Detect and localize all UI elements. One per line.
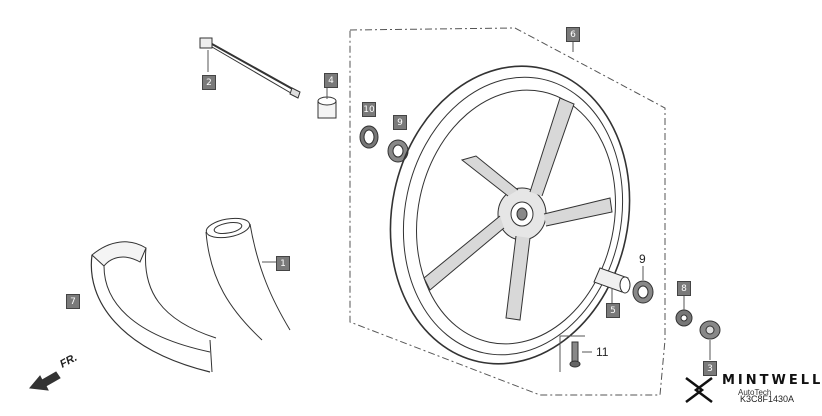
callout-10: 10	[362, 102, 376, 117]
axle-cap-part	[699, 320, 721, 360]
bearing-part	[387, 139, 409, 163]
brand-subtitle: AutoTech	[738, 388, 772, 397]
axle-part	[199, 37, 301, 99]
tire-part	[90, 241, 217, 373]
collar-part	[317, 88, 337, 119]
distance-collar-part	[593, 267, 631, 303]
label-11: 11	[596, 345, 609, 359]
callout-3: 3	[703, 361, 717, 376]
right-bearing-part	[632, 266, 654, 304]
diagram-code: K3C8F1430A	[740, 394, 795, 404]
callout-6: 6	[566, 27, 580, 42]
brand-logo-icon	[685, 377, 713, 403]
callout-4: 4	[324, 73, 338, 88]
label-9: 9	[639, 252, 646, 266]
tube-part	[205, 217, 291, 341]
wheel-rim-part	[389, 30, 631, 365]
valve-part	[559, 335, 592, 372]
callout-9: 9	[393, 115, 407, 130]
callout-5: 5	[606, 303, 620, 318]
assembly-boundary	[349, 27, 666, 396]
callout-8: 8	[677, 281, 691, 296]
callout-1: 1	[276, 256, 290, 271]
brand-block: MINTWELL AutoTech	[684, 370, 822, 411]
callout-7: 7	[66, 294, 80, 309]
brand-name: MINTWELL	[722, 373, 822, 388]
callout-2: 2	[202, 75, 216, 90]
dust-seal-part	[359, 125, 379, 149]
axle-nut-part	[675, 296, 693, 327]
front-direction-arrow-icon	[29, 371, 61, 391]
